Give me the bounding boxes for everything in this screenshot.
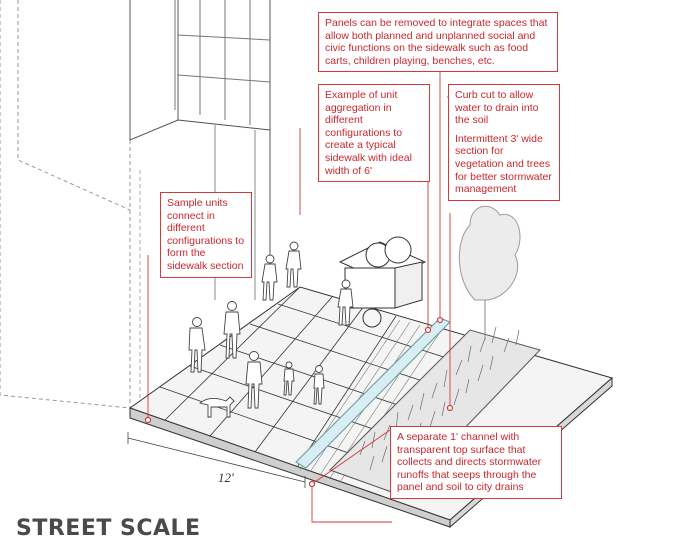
callout-channel: A separate 1' channel with transparent t… xyxy=(390,426,562,499)
callout-intermittent-text: Intermittent 3' wide section for vegetat… xyxy=(455,132,552,196)
callout-panels: Panels can be removed to integrate space… xyxy=(318,12,558,73)
dimension-label: 12' xyxy=(218,470,234,485)
leader-lines xyxy=(147,72,451,523)
pedestrians xyxy=(188,241,354,418)
callout-panels-text: Panels can be removed to integrate space… xyxy=(325,17,548,67)
dimension-line xyxy=(127,432,306,488)
callout-channel-text: A separate 1' channel with transparent t… xyxy=(397,431,542,494)
building xyxy=(0,0,271,409)
food-cart xyxy=(338,236,427,328)
page-title: STREET SCALE xyxy=(16,516,201,541)
callout-curb-text: Curb cut to allow water to drain into th… xyxy=(455,89,539,127)
callout-sample-text: Sample units connect in different config… xyxy=(167,197,245,272)
leader-dots xyxy=(144,316,454,488)
tree xyxy=(458,205,521,340)
callout-sample-units: Sample units connect in different config… xyxy=(160,192,252,278)
callout-aggregation-text: Example of unit aggregation in different… xyxy=(325,89,412,177)
callout-curb-intermittent: Curb cut to allow water to drain into th… xyxy=(448,84,560,201)
callout-aggregation: Example of unit aggregation in different… xyxy=(318,84,430,183)
